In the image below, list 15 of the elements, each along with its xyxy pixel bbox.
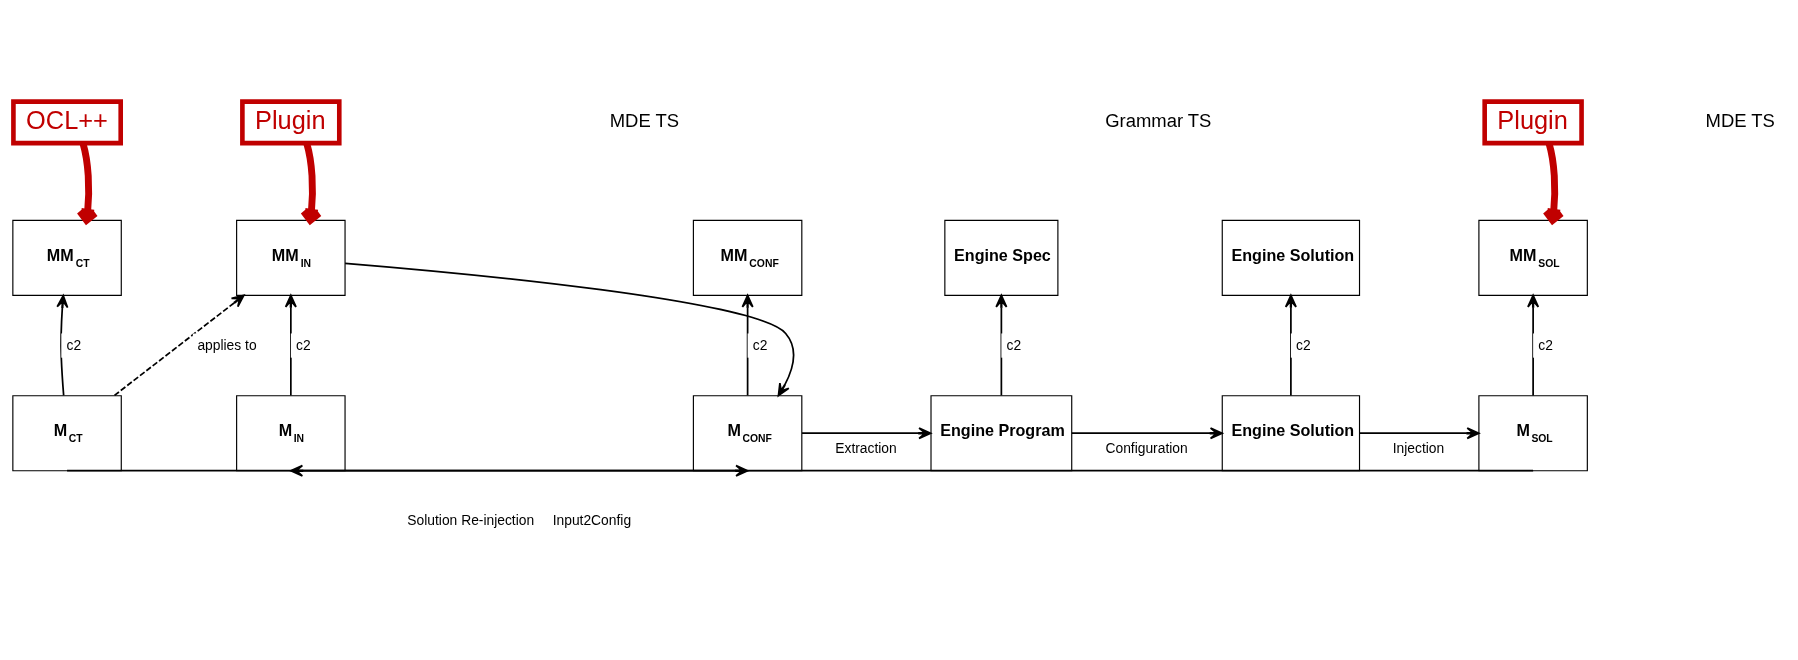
edge-label: c2 (1006, 336, 1022, 353)
edge-label: Injection (1392, 439, 1445, 456)
edge-label: Extraction (835, 439, 897, 456)
label: Grammar TS (1105, 109, 1212, 131)
edge-label: c2 (296, 336, 311, 353)
edge-label: c2 (1296, 336, 1311, 353)
edge-label: c2 (66, 336, 82, 353)
edge-label: Solution Re-injection (407, 512, 535, 529)
edge-label: Input2Config (552, 512, 632, 529)
edge-label: c2 (752, 336, 768, 353)
edge-label: Configuration (1105, 439, 1188, 456)
label: MDE TS (609, 109, 680, 131)
edge-label: c2 (1538, 336, 1553, 353)
edge-label: applies to (197, 336, 257, 353)
label: MDE TS (1705, 109, 1775, 131)
